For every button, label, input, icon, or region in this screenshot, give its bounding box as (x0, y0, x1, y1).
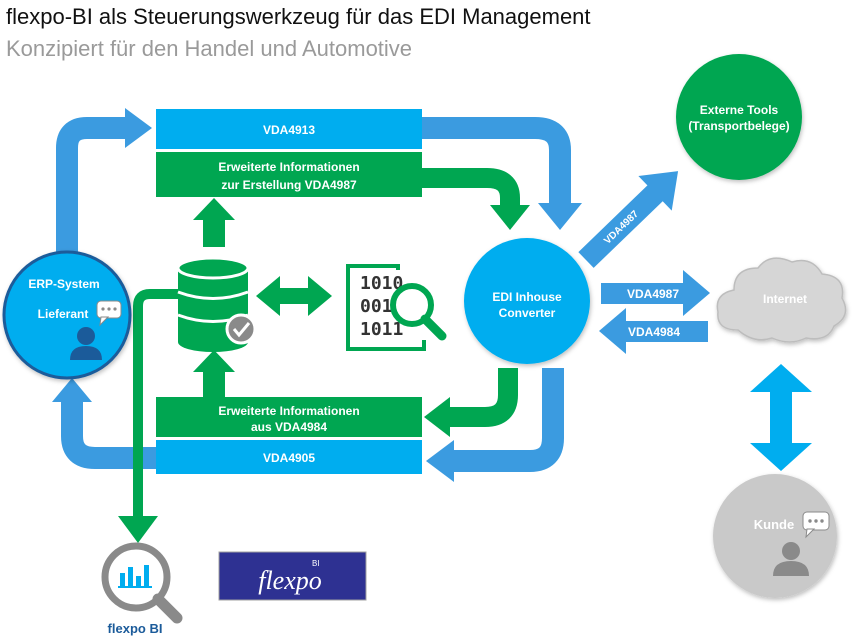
db-to-flexpo-bi-arrow (118, 289, 178, 543)
internet-to-edi-arrow: VDA4984 (599, 308, 708, 354)
external-tools-node: Externe Tools (Transportbelege) (676, 54, 802, 180)
info-bottom-line1: Erweiterte Informationen (218, 404, 359, 418)
tools-label-line1: Externe Tools (700, 103, 779, 117)
lieferant-chat-icon (96, 300, 122, 327)
vda4913-bar: VDA4913 (156, 109, 422, 149)
edi-to-tools-arrow: VDA4987 (578, 171, 679, 268)
vda4905-label: VDA4905 (263, 451, 315, 465)
info-bottom-to-db-arrow (193, 350, 235, 398)
info-bottom-line2: aus VDA4984 (251, 420, 327, 434)
internet-kunde-double-arrow (750, 364, 812, 471)
vda4905-bar: VDA4905 (156, 440, 422, 474)
db-to-info-top-arrow (193, 198, 235, 247)
kunde-person-icon (773, 542, 809, 576)
flexpo-bi-analytics-icon (101, 542, 183, 624)
binary-line-1: 1010 (360, 273, 403, 294)
vda4984-left-label: VDA4984 (628, 325, 680, 339)
edi-label-line1: EDI Inhouse (492, 290, 562, 304)
vda4913-label: VDA4913 (263, 123, 315, 137)
magnifier-icon (390, 283, 447, 341)
edi-to-info-bottom-arrow (424, 368, 518, 437)
binary-line-2: 001 (360, 296, 393, 317)
info-top-line2: zur Erstellung VDA4987 (221, 178, 357, 192)
edi-label-line2: Converter (499, 306, 556, 320)
internet-cloud-icon: Internet (716, 257, 847, 343)
logo-script: flexpo (258, 566, 322, 595)
lieferant-person-icon (70, 327, 102, 360)
edi-converter-node: EDI Inhouse Converter (464, 238, 590, 364)
page-subtitle: Konzipiert für den Handel und Automotive (6, 36, 413, 61)
edi-to-vda4905-arrow (426, 368, 564, 482)
vda4905-to-erp-arrow (52, 378, 156, 469)
erp-label: ERP-System (28, 277, 99, 291)
binary-document-icon: 1010 001 1011 (346, 264, 426, 351)
vda4913-to-edi-arrow (422, 117, 582, 230)
info-bottom-bar: Erweiterte Informationen aus VDA4984 (156, 397, 422, 437)
edi-to-internet-arrow: VDA4987 (601, 270, 710, 316)
internet-label: Internet (763, 292, 807, 306)
flexpo-bi-logo: BI flexpo (218, 551, 367, 601)
kunde-chat-icon (802, 511, 830, 539)
erp-system-node: ERP-System Lieferant (2, 250, 132, 380)
binary-line-3: 1011 (360, 319, 403, 340)
tools-label-line2: (Transportbelege) (688, 119, 789, 133)
db-document-double-arrow (256, 276, 332, 316)
kunde-node: Kunde (713, 474, 837, 598)
logo-superscript: BI (312, 559, 320, 568)
page-title: flexpo-BI als Steuerungswerkzeug für das… (6, 4, 591, 29)
vda4987-right-label: VDA4987 (627, 287, 679, 301)
info-top-line1: Erweiterte Informationen (218, 160, 359, 174)
flexpo-bi-label: flexpo BI (108, 621, 163, 636)
erp-to-vda4913-arrow (56, 108, 152, 260)
info-top-bar: Erweiterte Informationen zur Erstellung … (156, 152, 422, 197)
lieferant-label: Lieferant (38, 307, 89, 321)
info-to-edi-arrow (422, 168, 530, 230)
check-badge-icon (225, 313, 257, 345)
kunde-label: Kunde (754, 517, 794, 532)
